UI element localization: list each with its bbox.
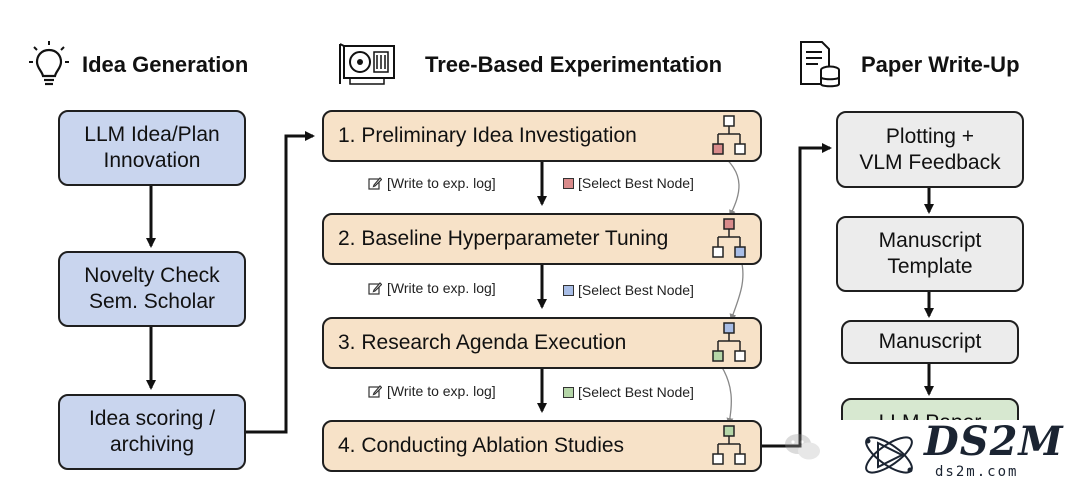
stage-2-label: 2. Baseline Hyperparameter Tuning — [338, 227, 669, 250]
stage-4-label: 4. Conducting Ablation Studies — [338, 434, 625, 457]
manuscript-template-box: Manuscript Template — [836, 216, 1024, 292]
novelty-check-box: Novelty Check Sem. Scholar — [58, 251, 246, 327]
blue-square-icon — [563, 284, 574, 296]
idea-scoring-box: Idea scoring / archiving — [58, 394, 246, 470]
template-line2: Template — [887, 255, 973, 278]
tree-icon-stage-2 — [712, 218, 746, 258]
idea-plan-line1: LLM Idea/Plan — [84, 123, 220, 146]
plotting-line1: Plotting + — [885, 124, 975, 148]
document-database-icon — [800, 41, 840, 88]
pencil-icon — [368, 385, 382, 398]
watermark-panel — [838, 420, 1070, 491]
select-node-label-3: [Select Best Node] — [578, 384, 694, 400]
green-square-icon — [563, 386, 574, 398]
stage-3-label: 3. Research Agenda Execution — [338, 331, 627, 354]
plotting-line2: VLM Feedback — [859, 150, 1001, 174]
section-title-tree: Tree-Based Experimentation — [425, 52, 723, 77]
select-node-label-2: [Select Best Node] — [578, 282, 694, 298]
idea-plan-box: LLM Idea/Plan Innovation — [58, 110, 246, 186]
pencil-icon — [368, 282, 382, 295]
red-square-icon — [563, 177, 574, 189]
lightbulb-icon — [29, 41, 69, 86]
write-log-note-1: [Write to exp. log] — [368, 175, 496, 191]
atom-logo-icon — [865, 436, 913, 474]
best-node-blue — [734, 246, 746, 258]
idea-plan-line2: Innovation — [103, 149, 201, 172]
section-title-paper: Paper Write-Up — [861, 52, 1020, 77]
write-log-label-2: [Write to exp. log] — [387, 280, 496, 296]
plotting-box: Plotting + VLM Feedback — [836, 111, 1024, 188]
stage-1-label: 1. Preliminary Idea Investigation — [338, 124, 637, 147]
idea-scoring-line2: archiving — [109, 433, 195, 456]
watermark-url: ds2m.com — [935, 464, 1019, 480]
stage-2-box: 2. Baseline Hyperparameter Tuning — [322, 213, 762, 265]
write-log-note-3: [Write to exp. log] — [368, 383, 496, 399]
select-node-label-1: [Select Best Node] — [578, 175, 694, 191]
tree-icon-stage-1 — [712, 115, 746, 155]
tree-icon-stage-4 — [712, 425, 746, 465]
novelty-check-line2: Sem. Scholar — [88, 290, 216, 313]
select-node-note-3: [Select Best Node] — [563, 384, 694, 400]
novelty-check-line1: Novelty Check — [84, 264, 220, 287]
chat-bubble-icon — [785, 434, 820, 460]
section-title-idea: Idea Generation — [82, 52, 249, 77]
write-log-note-2: [Write to exp. log] — [368, 280, 496, 296]
manuscript-box: Manuscript — [841, 320, 1019, 364]
select-node-note-1: [Select Best Node] — [563, 175, 694, 191]
gpu-card-icon — [339, 43, 395, 85]
tree-icon-stage-3 — [712, 322, 746, 362]
manuscript-label: Manuscript — [878, 330, 982, 353]
stage-4-box: 4. Conducting Ablation Studies — [322, 420, 762, 472]
stage-1-box: 1. Preliminary Idea Investigation — [322, 110, 762, 162]
pencil-icon — [368, 177, 382, 190]
idea-scoring-line1: Idea scoring / — [88, 407, 216, 430]
write-log-label-3: [Write to exp. log] — [387, 383, 496, 399]
best-node-red — [712, 143, 724, 155]
watermark-brand: DS2M — [924, 418, 1064, 465]
stage-3-box: 3. Research Agenda Execution — [322, 317, 762, 369]
best-node-green — [712, 350, 724, 362]
select-node-note-2: [Select Best Node] — [563, 282, 694, 298]
write-log-label-1: [Write to exp. log] — [387, 175, 496, 191]
template-line1: Manuscript — [878, 229, 982, 252]
